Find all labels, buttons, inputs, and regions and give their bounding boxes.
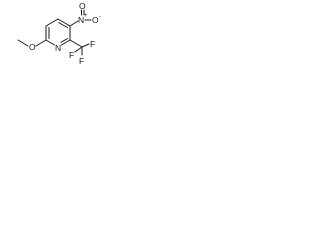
fluorine-left-label: F	[69, 50, 74, 60]
bond-c2-n1-inner	[60, 38, 68, 43]
bond-c4-c3-inner	[58, 22, 68, 28]
nitro-minus-charge: -	[99, 14, 101, 20]
bond-c4-c3	[57, 18, 71, 27]
nitro-oxygen-top-label: O	[79, 1, 86, 11]
bond-c5-c4	[45, 18, 59, 27]
ring-nitrogen-label: N	[55, 43, 61, 53]
methoxy-oxygen-label: O	[29, 42, 36, 52]
pyridine-ring	[45, 18, 71, 46]
fluorine-right-label: F	[90, 39, 95, 49]
bond-c2-cf3	[69, 39, 83, 48]
nitro-plus-charge: +	[84, 13, 88, 19]
bond-c-f-left	[74, 46, 83, 53]
bond-o-ch3	[17, 39, 29, 47]
nitro-nitrogen-label: N	[78, 15, 84, 25]
trifluoromethyl-group: F F F	[69, 39, 95, 66]
bond-c-f-right	[81, 43, 90, 48]
nitro-oxygen-right-label: O	[92, 15, 99, 25]
bond-c3-n	[69, 20, 79, 27]
bond-c2-n1	[61, 39, 71, 46]
fluorine-bottom-label: F	[79, 56, 84, 66]
bond-n1-c6	[45, 39, 55, 46]
bond-c6-o	[35, 39, 47, 47]
chemical-structure-diagram: O N N + O O - F F F	[17, 1, 101, 66]
nitro-group: N + O O -	[69, 1, 101, 27]
methoxy-group: O	[17, 39, 47, 52]
